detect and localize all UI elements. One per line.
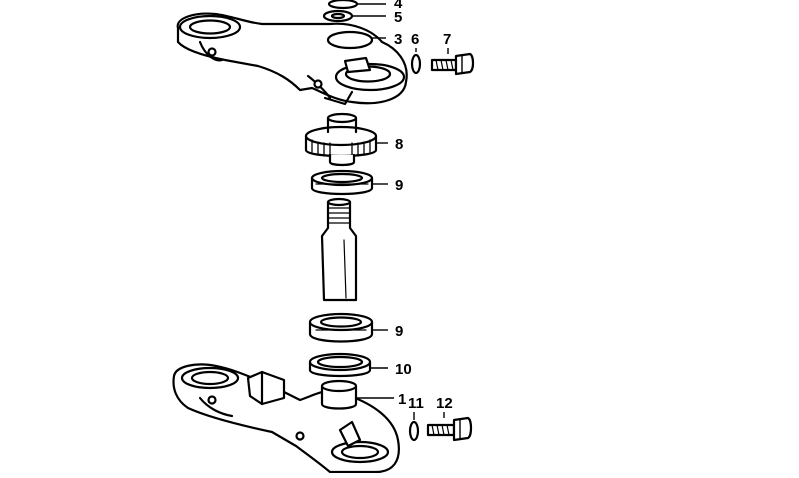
callout-8: 8 <box>395 136 403 153</box>
callout-4: 4 <box>394 0 403 12</box>
steering-stem <box>320 197 358 302</box>
callout-11: 11 <box>408 395 424 412</box>
callout-1: 1 <box>398 391 406 408</box>
callout-6: 6 <box>411 31 419 48</box>
callout-9-upper: 9 <box>395 177 403 194</box>
callout-9-lower: 9 <box>395 323 403 340</box>
leader-lines <box>352 3 449 420</box>
part-4-nut <box>327 0 359 10</box>
part-8-adjuster-nut <box>304 112 378 167</box>
part-6-washer <box>410 53 422 75</box>
part-12-bolt <box>426 416 473 442</box>
callout-12: 12 <box>436 395 453 412</box>
part-9-upper-bearing <box>310 169 374 196</box>
callout-3: 3 <box>394 31 402 48</box>
lower-triple-clamp <box>172 363 400 474</box>
part-11-washer <box>408 420 420 442</box>
callout-10: 10 <box>395 361 412 378</box>
upper-triple-clamp <box>176 12 408 106</box>
callout-5: 5 <box>394 9 402 26</box>
callout-7: 7 <box>443 31 451 48</box>
callout-labels: 4 5 3 6 7 8 9 9 10 1 11 12 <box>394 0 453 412</box>
part-10-dust-seal <box>308 352 372 378</box>
part-9-lower-bearing <box>308 312 374 343</box>
part-7-bolt <box>430 52 475 76</box>
part-5-washer <box>322 9 354 23</box>
